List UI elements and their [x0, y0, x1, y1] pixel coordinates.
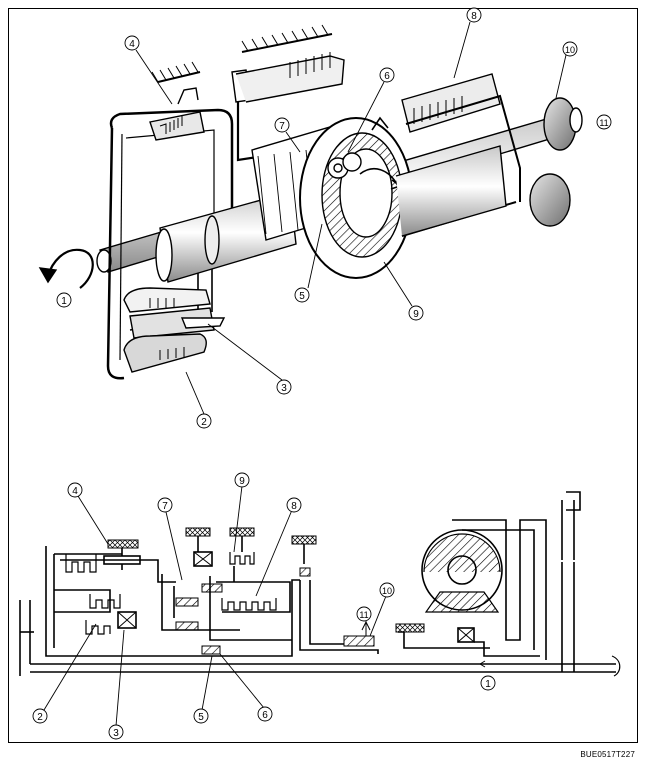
- clutch-4-pack: [149, 87, 205, 141]
- callout-11-label: 11: [599, 118, 608, 128]
- bottom-callout-10-label: 10: [382, 586, 392, 596]
- callout-6: [379, 67, 395, 83]
- clutch-8-pack: [371, 73, 521, 237]
- figure-frame: [8, 8, 638, 743]
- callout-1: [56, 292, 72, 308]
- housing-hatch: [151, 24, 333, 83]
- callout-6-label: 6: [384, 71, 390, 82]
- isometric-view: [38, 21, 583, 415]
- callout-5: [294, 287, 310, 303]
- callout-7-label: 7: [279, 121, 285, 132]
- callout-4: [124, 35, 140, 51]
- figure-code: BUE0517T227: [580, 750, 635, 759]
- rotation-arrow: [38, 248, 94, 289]
- upper-connector: [231, 52, 345, 162]
- bottom-callout-6-label: 6: [262, 710, 268, 721]
- output-gears: [529, 97, 583, 227]
- callout-2-label: 2: [201, 417, 207, 428]
- bottom-callout-7-label: 7: [162, 501, 168, 512]
- callout-10: [562, 41, 578, 57]
- callout-9-label: 9: [413, 309, 419, 320]
- clutch-2-3-pack: [123, 287, 226, 373]
- callout-5-label: 5: [299, 291, 305, 302]
- callout-10-label: 10: [565, 45, 575, 55]
- bottom-leader-lines: [43, 485, 387, 727]
- callout-3-label: 3: [281, 383, 287, 394]
- bottom-callout-8-label: 8: [291, 501, 297, 512]
- bottom-callout-4-label: 4: [72, 486, 78, 497]
- callout-4-label: 4: [129, 39, 135, 50]
- top-leader-lines: [135, 21, 567, 415]
- bottom-callout-9-label: 9: [239, 476, 245, 487]
- top-callouts: [56, 7, 612, 429]
- bottom-callout-2-label: 2: [37, 712, 43, 723]
- planetary-gearset: [251, 117, 413, 279]
- bottom-callouts: [32, 472, 496, 740]
- callout-8: [466, 7, 482, 23]
- bottom-callout-3-label: 3: [113, 728, 119, 739]
- bottom-callout-1-label: 1: [485, 679, 491, 690]
- callout-9: [408, 305, 424, 321]
- callout-8-label: 8: [471, 11, 477, 22]
- bottom-callout-11-label: 11: [359, 610, 368, 620]
- bottom-callout-5-label: 5: [198, 712, 204, 723]
- callout-2: [196, 413, 212, 429]
- callout-1-label: 1: [61, 296, 67, 307]
- callout-3: [276, 379, 292, 395]
- callout-7: [274, 117, 290, 133]
- callout-11: [596, 114, 612, 130]
- schematic-view: [19, 491, 621, 677]
